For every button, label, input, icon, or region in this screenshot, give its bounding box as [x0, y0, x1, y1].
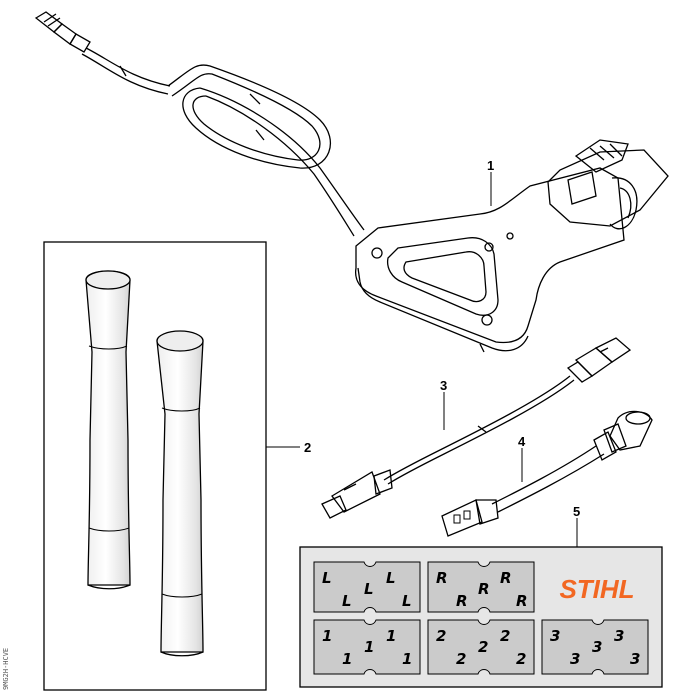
part-2-tube-right: [156, 330, 204, 657]
sticker-glyph-R: R: [436, 569, 448, 587]
sticker-glyph-3: 3: [614, 627, 624, 645]
sensor-cable: [81, 47, 365, 237]
sticker-glyph-2: 2: [500, 627, 510, 645]
sticker-panel-1: 1 1 1 1 1: [313, 619, 421, 675]
stihl-logo-sticker: STIHL: [542, 562, 652, 612]
stihl-logo: STIHL: [559, 574, 634, 604]
drawing-reference-code: 9MG2H-HCVE: [2, 647, 10, 690]
callout-3: 3: [440, 378, 447, 393]
callout-1: 1: [487, 158, 494, 173]
sticker-glyph-1: 1: [322, 627, 332, 645]
sticker-panel-2: 2 2 2 2 2: [427, 619, 535, 675]
callout-2: 2: [304, 440, 311, 455]
sticker-glyph-1: 1: [386, 627, 396, 645]
part-2-frame: [43, 241, 267, 691]
part-1-sensor-bracket: [34, 11, 669, 353]
sticker-glyph-3: 3: [550, 627, 560, 645]
sticker-glyph-R: R: [516, 592, 528, 610]
sticker-glyph-2: 2: [436, 627, 446, 645]
part-5-sticker-sheet: L L L L L R R R R R STIHL 1 1 1 1 1: [299, 546, 663, 688]
part-4-adapter-cable: [441, 410, 653, 537]
sticker-glyph-L: L: [342, 592, 352, 610]
sticker-glyph-1: 1: [342, 650, 352, 668]
cable-connector-plug: [34, 11, 91, 53]
sticker-glyph-L: L: [322, 569, 332, 587]
sticker-glyph-2: 2: [478, 638, 488, 656]
sticker-glyph-L: L: [386, 569, 396, 587]
sticker-glyph-1: 1: [364, 638, 374, 656]
sticker-glyph-R: R: [456, 592, 468, 610]
sticker-panel-R: R R R R R: [427, 561, 535, 613]
sticker-glyph-L: L: [402, 592, 412, 610]
mounting-bracket: [354, 139, 669, 353]
leader-lines: [266, 172, 578, 547]
callout-4: 4: [518, 434, 526, 449]
sticker-glyph-R: R: [500, 569, 512, 587]
sticker-glyph-3: 3: [592, 638, 602, 656]
sticker-glyph-1: 1: [402, 650, 412, 668]
sticker-panel-3: 3 3 3 3 3: [541, 619, 649, 675]
part-3-usb-cable: [321, 337, 632, 519]
sticker-glyph-R: R: [478, 580, 490, 598]
sticker-glyph-3: 3: [570, 650, 580, 668]
part-2-tube-left: [85, 270, 131, 590]
sticker-glyph-2: 2: [516, 650, 526, 668]
callout-5: 5: [573, 504, 580, 519]
sticker-glyph-2: 2: [456, 650, 466, 668]
sticker-glyph-3: 3: [630, 650, 640, 668]
sticker-panel-L: L L L L L: [313, 561, 421, 613]
sticker-glyph-L: L: [364, 580, 374, 598]
